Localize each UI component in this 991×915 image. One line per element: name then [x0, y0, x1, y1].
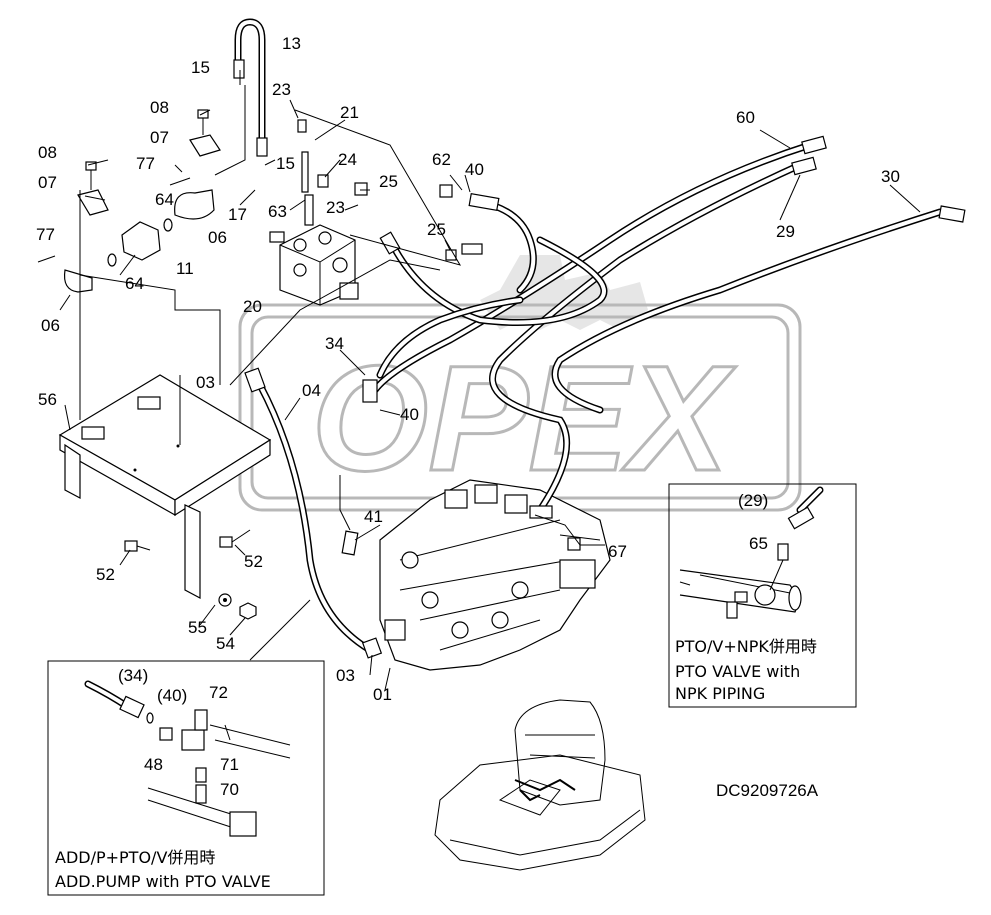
label-64: 64 — [125, 274, 144, 293]
label-52: 52 — [244, 552, 263, 571]
hose-04 — [256, 381, 374, 654]
label-30: 30 — [881, 167, 900, 186]
inset-npk-piping: (29) 65 PTO/V+NPK併用時 PTO VALVE with NPK … — [668, 483, 857, 708]
inset-add-pump: (34) (40) 72 48 71 70 ADD/P+PTO/V併用時 ADD… — [47, 660, 325, 896]
label-25: 25 — [427, 220, 446, 239]
label-56: 56 — [38, 390, 57, 409]
pto-valve-20 — [269, 119, 359, 306]
label-20: 20 — [243, 297, 262, 316]
hose-fittings — [244, 135, 966, 659]
hose-34 — [376, 296, 524, 379]
hose-30 — [551, 208, 944, 414]
label-63: 63 — [268, 202, 287, 221]
label-41: 41 — [364, 507, 383, 526]
bracket-plate-56 — [58, 374, 272, 599]
label-40: 40 — [465, 160, 484, 179]
label-08: 08 — [150, 98, 169, 117]
label-17: 17 — [228, 205, 247, 224]
small-parts-left — [37, 109, 221, 293]
inset-add-caption-2: ADD.PUMP with PTO VALVE — [55, 872, 271, 891]
excavator-thumbnail — [434, 699, 646, 871]
label-01: 01 — [373, 685, 392, 704]
label-55: 55 — [188, 618, 207, 637]
hose-13 — [233, 18, 268, 157]
inset-npk-caption-1: PTO/V+NPK併用時 — [675, 637, 817, 656]
drawing-code: DC9209726A — [716, 781, 819, 800]
label-40: 40 — [400, 405, 419, 424]
inset-npk-frame — [668, 483, 857, 708]
inset-add-label-70: 70 — [220, 780, 239, 799]
watermark: OPEX — [238, 255, 802, 512]
label-23: 23 — [272, 80, 291, 99]
label-11: 11 — [176, 259, 194, 278]
label-04: 04 — [302, 381, 321, 400]
label-24: 24 — [338, 150, 357, 169]
inset-npk-label-65: 65 — [749, 534, 768, 553]
inset-npk-label-29: (29) — [738, 491, 768, 510]
inset-npk-caption-3: NPK PIPING — [675, 684, 765, 703]
label-07: 07 — [38, 173, 57, 192]
hose-25 — [386, 236, 608, 326]
label-62: 62 — [432, 150, 451, 169]
label-07: 07 — [150, 128, 169, 147]
inset-add-label-40: (40) — [157, 686, 187, 705]
label-08: 08 — [38, 143, 57, 162]
label-77: 77 — [136, 154, 155, 173]
label-21: 21 — [340, 103, 359, 122]
label-77: 77 — [36, 225, 55, 244]
inset-add-label-72: 72 — [209, 683, 228, 702]
label-64: 64 — [155, 190, 174, 209]
label-03: 03 — [336, 666, 355, 685]
inset-add-caption-1: ADD/P+PTO/V併用時 — [55, 848, 215, 867]
leader-lines — [59, 70, 921, 691]
label-15: 15 — [191, 58, 210, 77]
label-03: 03 — [196, 373, 215, 392]
label-13: 13 — [282, 34, 301, 53]
label-23: 23 — [326, 198, 345, 217]
hose-29 — [489, 161, 804, 514]
label-60: 60 — [736, 108, 755, 127]
label-52: 52 — [96, 565, 115, 584]
label-54: 54 — [216, 634, 235, 653]
label-06: 06 — [208, 228, 227, 247]
inset-add-label-34: (34) — [118, 666, 148, 685]
bolts-lower — [124, 529, 257, 620]
inset-add-label-71: 71 — [220, 755, 239, 774]
inset-add-frame — [47, 660, 325, 896]
control-valve — [379, 479, 611, 671]
label-15: 15 — [276, 154, 295, 173]
label-67: 67 — [608, 542, 627, 561]
label-06: 06 — [41, 316, 60, 335]
watermark-text: OPEX — [312, 334, 737, 502]
label-29: 29 — [776, 222, 795, 241]
label-34: 34 — [325, 334, 344, 353]
label-25: 25 — [379, 172, 398, 191]
watermark-gear — [480, 255, 648, 330]
hose-60 — [371, 141, 814, 394]
hose-62 — [476, 198, 537, 294]
inset-npk-caption-2: PTO VALVE with — [675, 662, 800, 681]
inset-add-label-48: 48 — [144, 755, 163, 774]
